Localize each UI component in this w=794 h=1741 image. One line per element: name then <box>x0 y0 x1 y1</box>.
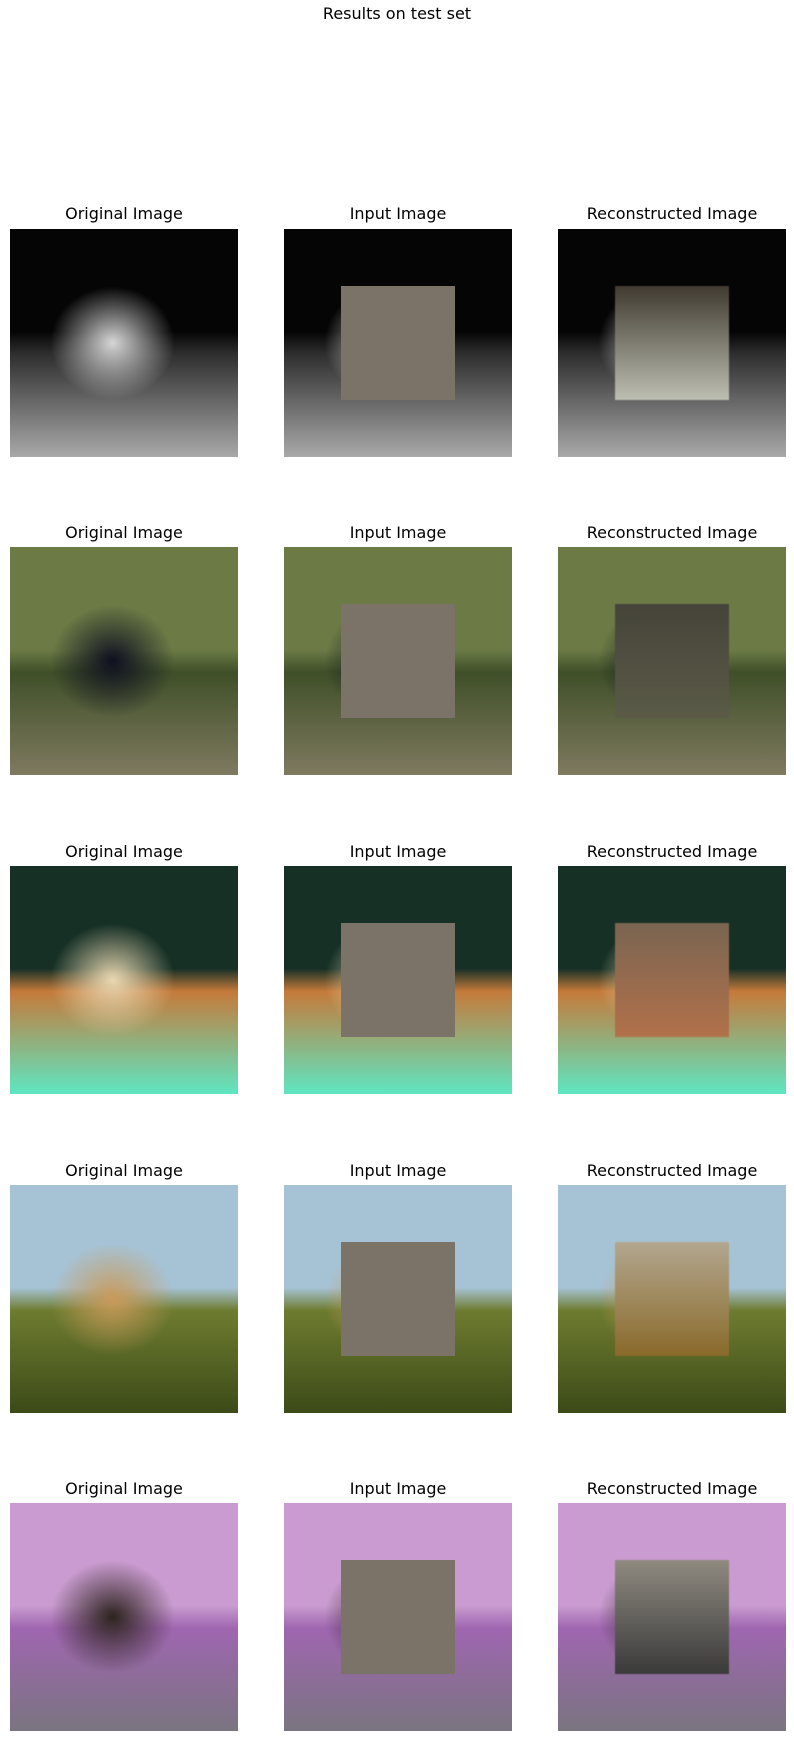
reconstructed-image <box>558 1185 786 1413</box>
original-image <box>10 866 238 1094</box>
masked-region <box>341 923 455 1037</box>
reconstructed-image <box>558 1503 786 1731</box>
panel-title-original: Original Image <box>65 842 183 861</box>
panel-title-reconstructed: Reconstructed Image <box>586 204 758 223</box>
masked-region <box>341 1242 455 1356</box>
panel-title-reconstructed: Reconstructed Image <box>586 523 758 542</box>
panel-title-input: Input Image <box>349 1479 447 1498</box>
reconstructed-region <box>615 923 729 1037</box>
original-image <box>10 229 238 457</box>
original-image <box>10 547 238 775</box>
input-image <box>284 866 512 1094</box>
original-image <box>10 1503 238 1731</box>
reconstructed-image <box>558 229 786 457</box>
input-image <box>284 1503 512 1731</box>
reconstructed-image <box>558 866 786 1094</box>
masked-region <box>341 286 455 400</box>
figure-title: Results on test set <box>322 4 472 23</box>
panel-title-reconstructed: Reconstructed Image <box>586 1161 758 1180</box>
original-image <box>10 1185 238 1413</box>
panel-title-original: Original Image <box>65 1479 183 1498</box>
panel-title-original: Original Image <box>65 1161 183 1180</box>
panel-title-reconstructed: Reconstructed Image <box>586 1479 758 1498</box>
panel-title-input: Input Image <box>349 523 447 542</box>
panel-title-original: Original Image <box>65 523 183 542</box>
reconstructed-region <box>615 1242 729 1356</box>
reconstructed-region <box>615 1560 729 1674</box>
masked-region <box>341 1560 455 1674</box>
panel-title-original: Original Image <box>65 204 183 223</box>
panel-title-reconstructed: Reconstructed Image <box>586 842 758 861</box>
reconstructed-image <box>558 547 786 775</box>
panel-title-input: Input Image <box>349 204 447 223</box>
reconstructed-region <box>615 604 729 718</box>
input-image <box>284 547 512 775</box>
masked-region <box>341 604 455 718</box>
panel-title-input: Input Image <box>349 842 447 861</box>
panel-title-input: Input Image <box>349 1161 447 1180</box>
input-image <box>284 229 512 457</box>
input-image <box>284 1185 512 1413</box>
reconstructed-region <box>615 286 729 400</box>
